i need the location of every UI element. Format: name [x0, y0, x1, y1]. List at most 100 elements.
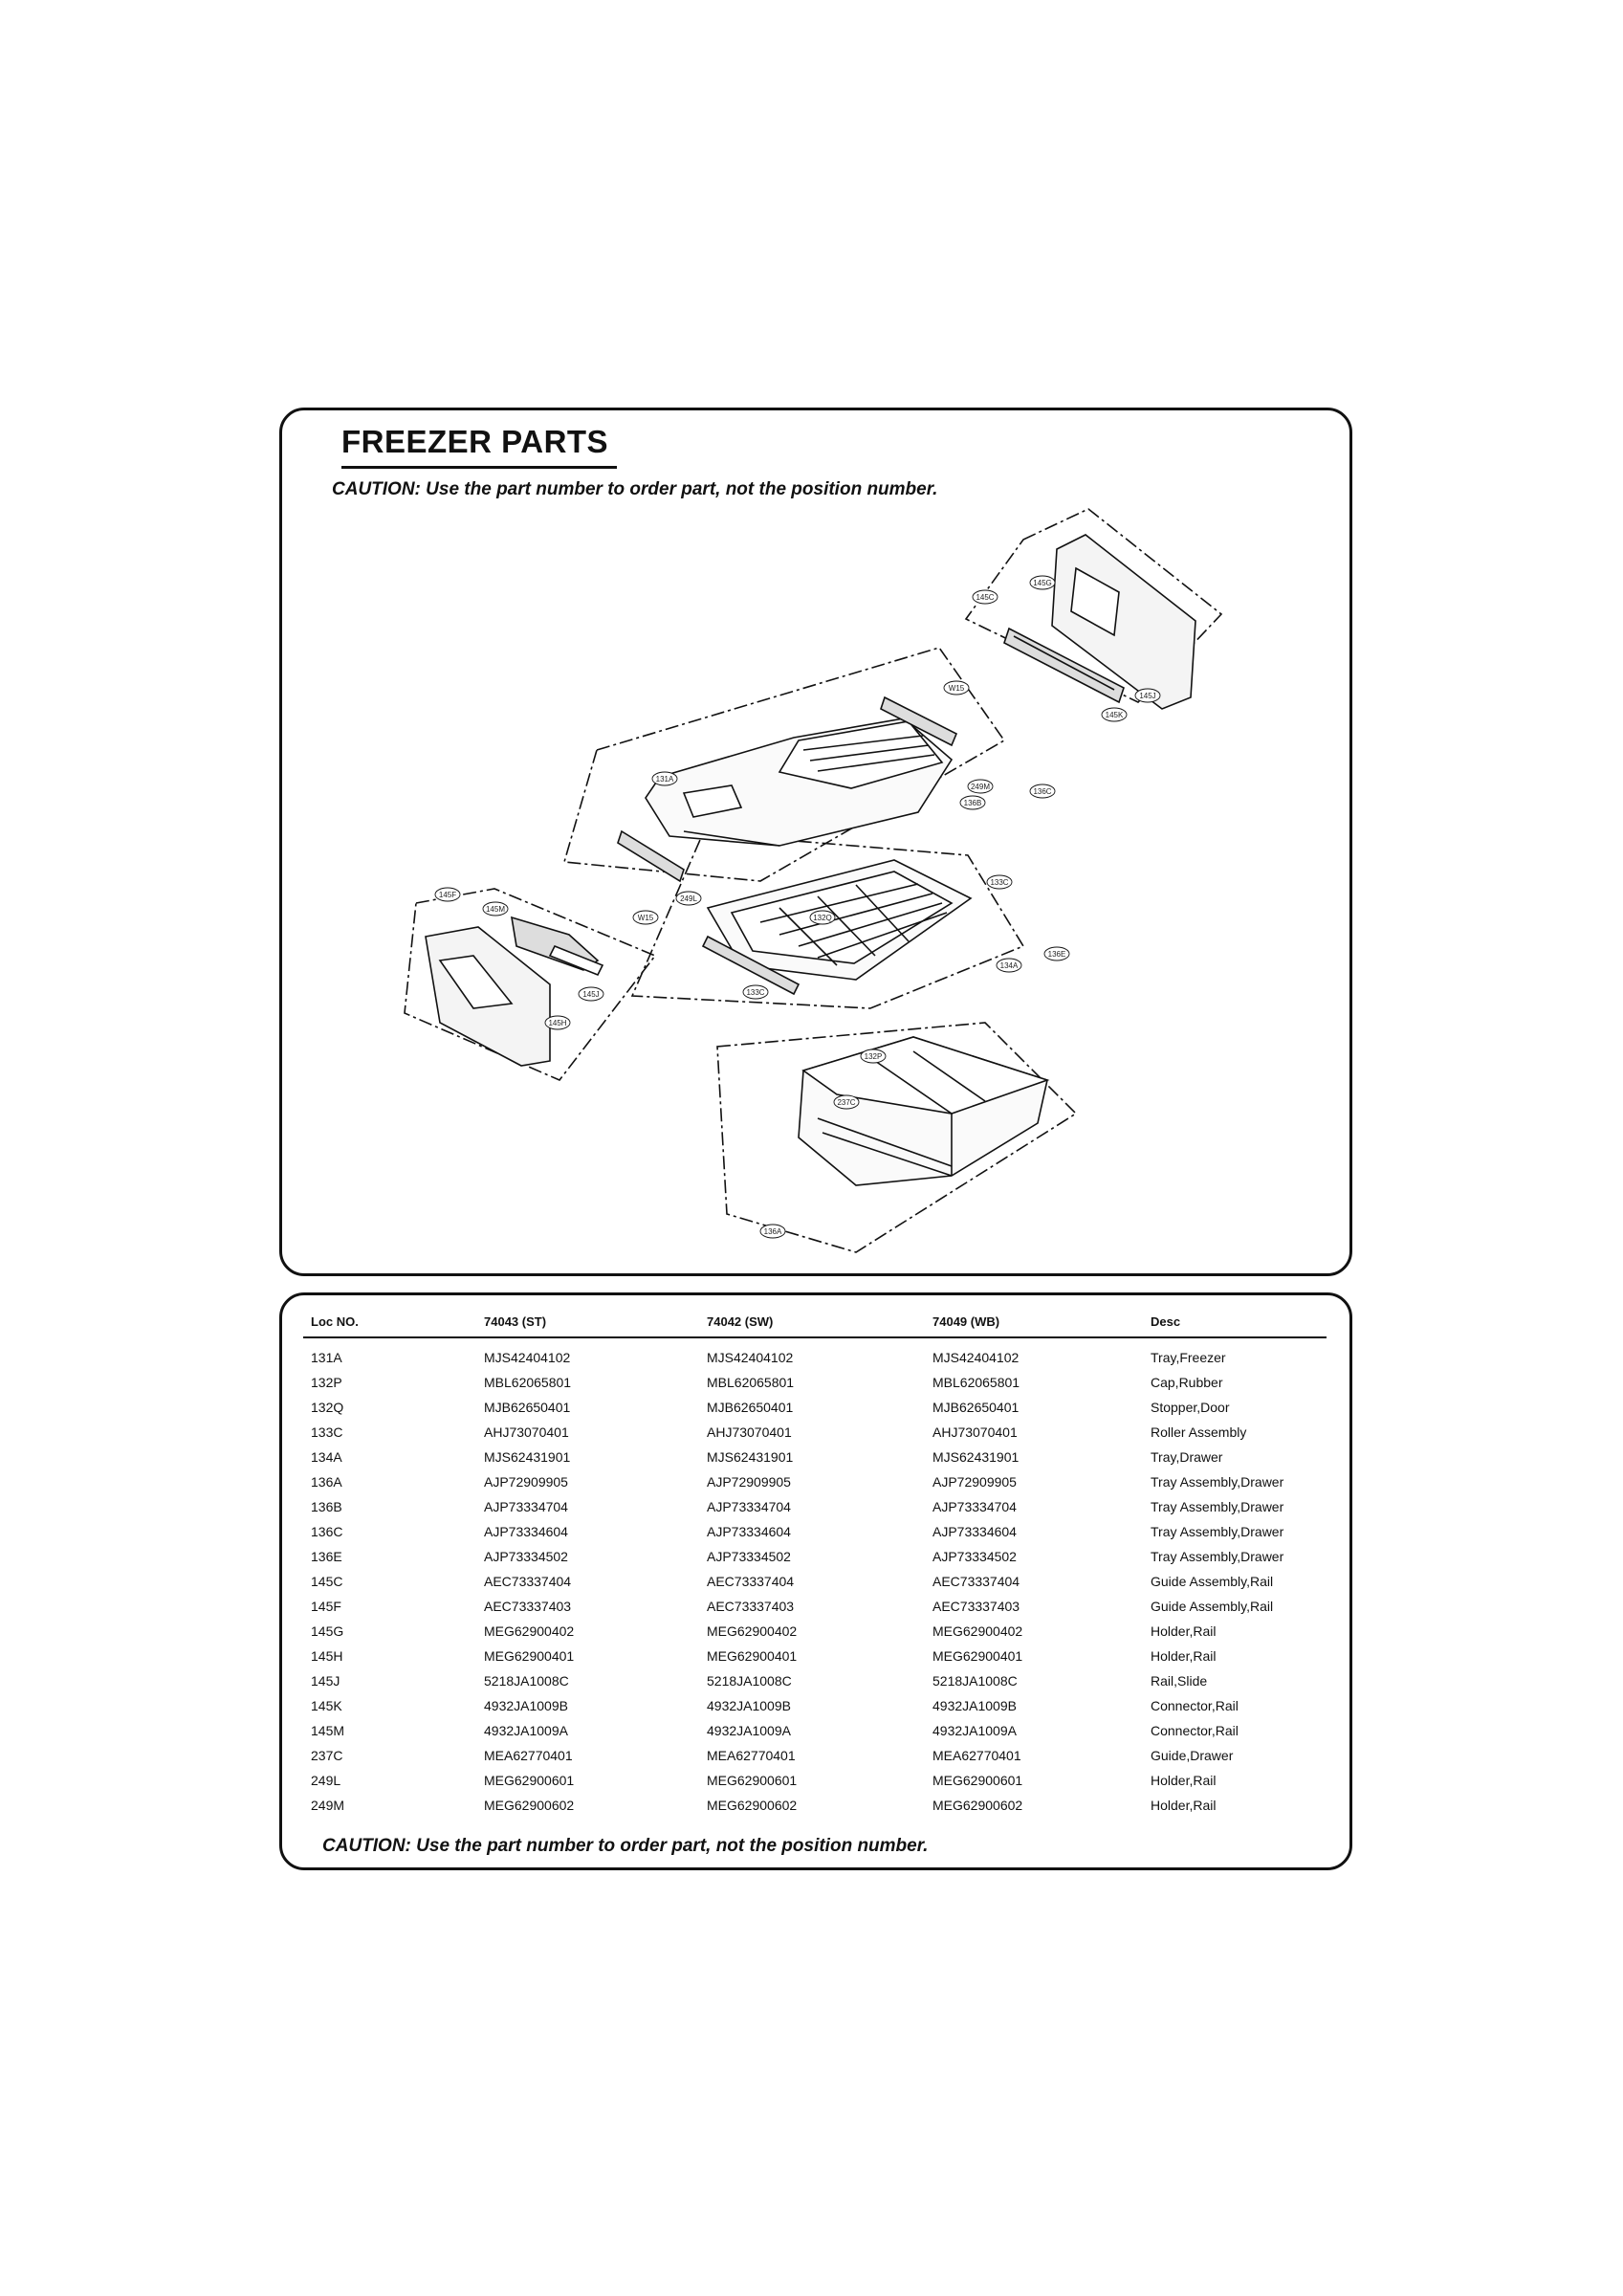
cell-part-wb: MEG62900601 — [932, 1773, 1023, 1788]
cell-part-st: MJS42404102 — [484, 1350, 571, 1365]
caution-note-bottom: CAUTION: Use the part number to order pa… — [322, 1836, 929, 1856]
callout-131A: 131A — [651, 771, 678, 786]
cell-part-sw: MEG62900401 — [707, 1648, 798, 1664]
diagram-panel: FREEZER PARTS CAUTION: Use the part numb… — [279, 408, 1352, 1276]
cell-part-wb: AJP73334704 — [932, 1499, 1017, 1514]
exploded-parts-diagram: 145C 145G 145K 145J W15 131A 249M 136B 1… — [404, 508, 1223, 1253]
cell-loc-no: 136C — [311, 1524, 343, 1539]
cell-loc-no: 136A — [311, 1474, 342, 1490]
cell-part-sw: MEA62770401 — [707, 1748, 796, 1763]
cell-part-st: MBL62065801 — [484, 1375, 572, 1390]
cell-part-st: AHJ73070401 — [484, 1424, 569, 1440]
callout-label: 249L — [680, 894, 697, 903]
cell-desc: Guide Assembly,Rail — [1151, 1574, 1274, 1589]
cell-loc-no: 145K — [311, 1698, 342, 1713]
cell-part-sw: 5218JA1008C — [707, 1673, 792, 1689]
callout-136A: 136A — [759, 1224, 786, 1239]
tray-drawer-drawing — [701, 859, 973, 996]
cell-part-wb: MJB62650401 — [932, 1400, 1020, 1415]
cell-desc: Guide Assembly,Rail — [1151, 1599, 1274, 1614]
cell-loc-no: 145C — [311, 1574, 343, 1589]
caution-note-top: CAUTION: Use the part number to order pa… — [332, 479, 938, 499]
callout-label: 132Q — [813, 914, 832, 922]
cell-part-sw: AJP73334502 — [707, 1549, 791, 1564]
cell-loc-no: 237C — [311, 1748, 343, 1763]
cell-part-st: AEC73337404 — [484, 1574, 572, 1589]
cell-part-st: AJP72909905 — [484, 1474, 568, 1490]
top-tray-group-boundary — [562, 647, 1006, 882]
callout-label: W15 — [638, 914, 654, 922]
callout-label: 136A — [764, 1227, 782, 1236]
cell-part-sw: AHJ73070401 — [707, 1424, 792, 1440]
cell-loc-no: 145G — [311, 1623, 344, 1639]
callout-label: 134A — [1000, 961, 1019, 970]
cell-part-wb: AHJ73070401 — [932, 1424, 1018, 1440]
callout-145K: 145K — [1101, 707, 1128, 722]
cell-part-wb: MEA62770401 — [932, 1748, 1021, 1763]
cell-part-wb: MJS42404102 — [932, 1350, 1020, 1365]
cell-desc: Connector,Rail — [1151, 1723, 1239, 1738]
callout-145J-left: 145J — [578, 986, 604, 1002]
callout-145C: 145C — [972, 589, 998, 605]
callout-132Q: 132Q — [809, 910, 836, 925]
callout-label: 145F — [439, 891, 456, 899]
cell-part-wb: MBL62065801 — [932, 1375, 1020, 1390]
cell-part-sw: AJP73334604 — [707, 1524, 791, 1539]
cell-part-wb: AJP73334502 — [932, 1549, 1017, 1564]
callout-label: 133C — [746, 988, 764, 997]
cell-part-wb: 5218JA1008C — [932, 1673, 1018, 1689]
column-header-74049-wb: 74049 (WB) — [925, 1303, 1143, 1338]
cell-loc-no: 136E — [311, 1549, 342, 1564]
cell-part-st: MJB62650401 — [484, 1400, 571, 1415]
callout-145M: 145M — [482, 901, 509, 916]
cell-part-sw: AEC73337403 — [707, 1599, 795, 1614]
cell-part-wb: AEC73337403 — [932, 1599, 1020, 1614]
table-header-row: Loc NO. 74043 (ST) 74042 (SW) 74049 (WB)… — [303, 1303, 1327, 1338]
rail-group-left-boundary — [404, 888, 657, 1081]
cell-desc: Tray,Drawer — [1151, 1449, 1223, 1465]
callout-249L: 249L — [675, 891, 702, 906]
callout-133C-right: 133C — [986, 874, 1013, 890]
cell-part-st: MEG62900402 — [484, 1623, 575, 1639]
cell-part-sw: AJP72909905 — [707, 1474, 791, 1490]
cell-desc: Cap,Rubber — [1151, 1375, 1223, 1390]
cell-loc-no: 133C — [311, 1424, 343, 1440]
callout-label: 145C — [976, 593, 994, 602]
tray-freezer-drawing — [617, 695, 958, 883]
cell-part-sw: MBL62065801 — [707, 1375, 795, 1390]
column-header-74042-sw: 74042 (SW) — [699, 1303, 925, 1338]
callout-145H: 145H — [544, 1015, 571, 1030]
bottom-drawer-group-boundary — [716, 1022, 1078, 1253]
cell-part-sw: 4932JA1009A — [707, 1723, 791, 1738]
table-row: 133C AHJ73070401 AHJ73070401 AHJ73070401 Rol… — [303, 1420, 1327, 1445]
callout-label: 136B — [964, 799, 982, 807]
cell-loc-no: 249L — [311, 1773, 341, 1788]
column-header-74043-st: 74043 (ST) — [476, 1303, 699, 1338]
cell-part-st: 5218JA1008C — [484, 1673, 569, 1689]
callout-W15-top: W15 — [943, 680, 970, 695]
cell-part-st: AEC73337403 — [484, 1599, 572, 1614]
callout-label: 132P — [865, 1052, 883, 1061]
cell-part-st: MJS62431901 — [484, 1449, 571, 1465]
cell-part-st: MEG62900601 — [484, 1773, 575, 1788]
cell-loc-no: 136B — [311, 1499, 342, 1514]
cell-desc: Holder,Rail — [1151, 1623, 1217, 1639]
cell-loc-no: 145J — [311, 1673, 340, 1689]
cell-part-wb: MJS62431901 — [932, 1449, 1020, 1465]
cell-part-sw: MEG62900601 — [707, 1773, 798, 1788]
cell-part-sw: AJP73334704 — [707, 1499, 791, 1514]
cell-loc-no: 249M — [311, 1798, 345, 1813]
cell-part-st: AJP73334704 — [484, 1499, 568, 1514]
cell-desc: Roller Assembly — [1151, 1424, 1247, 1440]
callout-W15-left: W15 — [632, 910, 659, 925]
callout-label: 249M — [971, 783, 990, 791]
cell-part-wb: AEC73337404 — [932, 1574, 1020, 1589]
cell-desc: Holder,Rail — [1151, 1648, 1217, 1664]
callout-label: 136C — [1033, 787, 1051, 796]
